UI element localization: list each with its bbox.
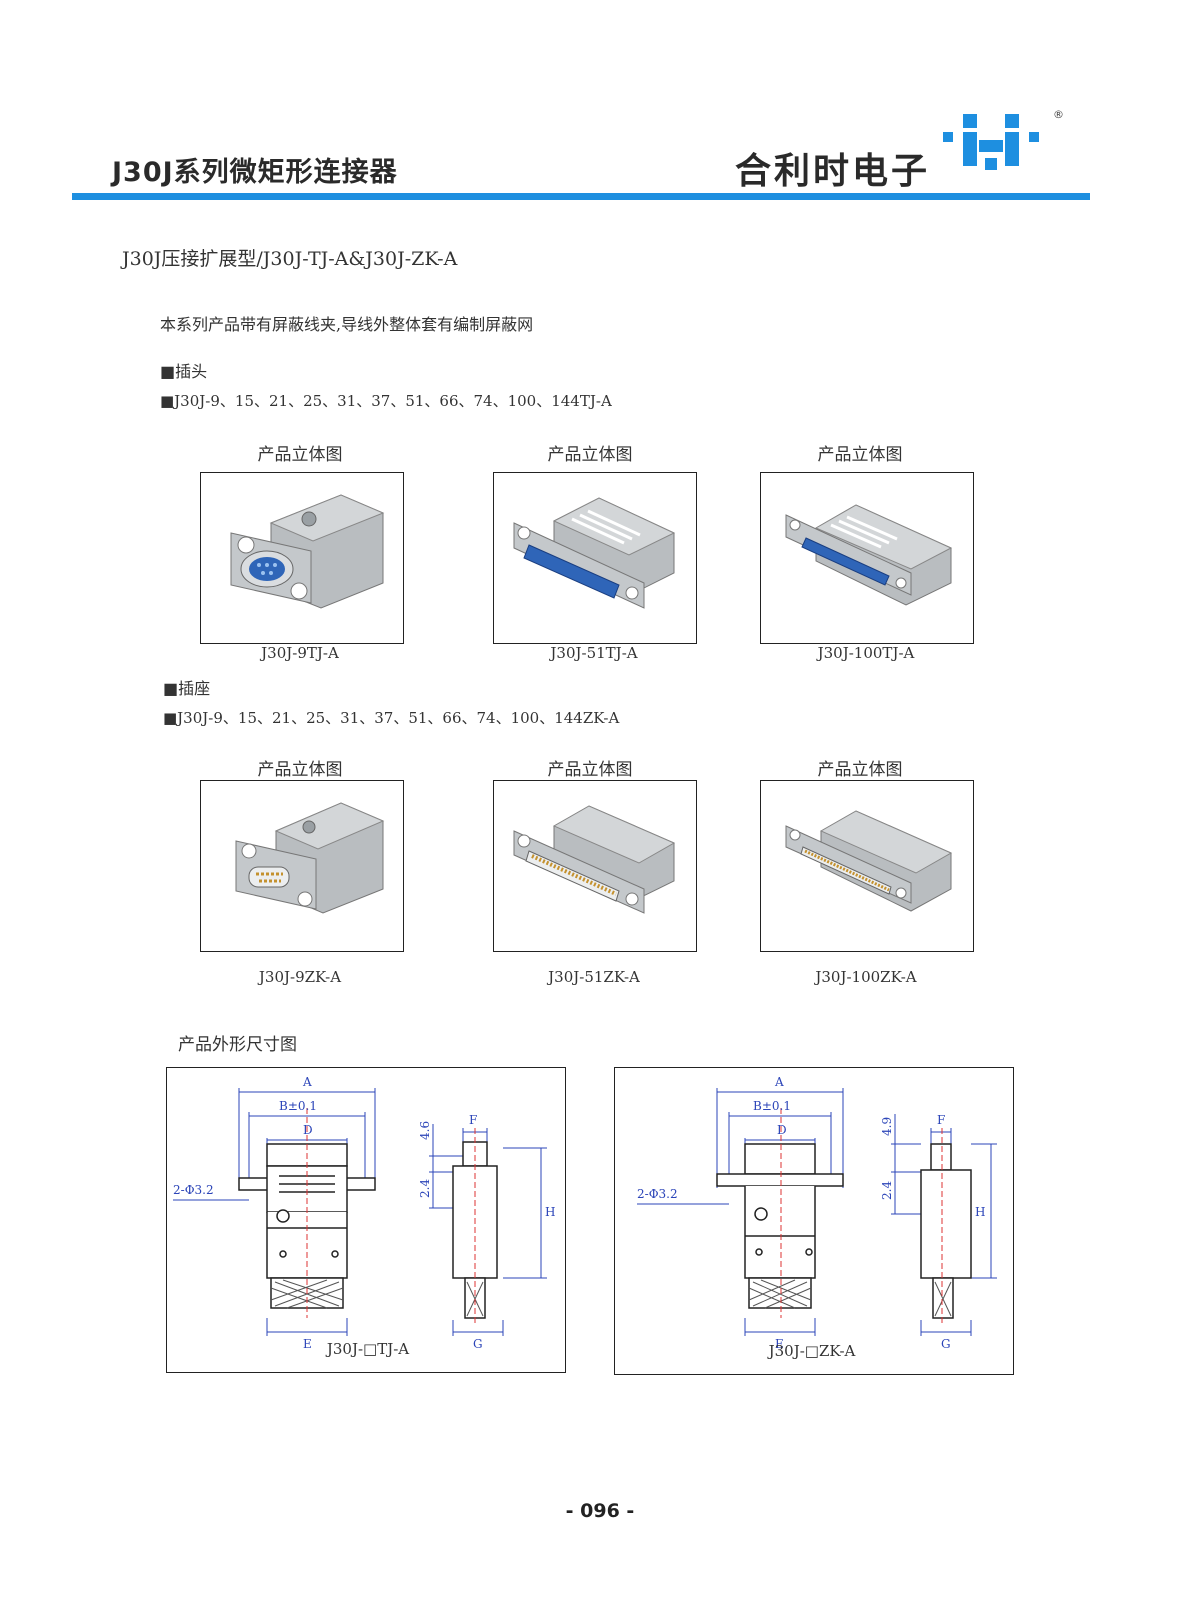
socket-heading: ■插座 xyxy=(163,679,211,698)
socket-caption-2: 产品立体图 xyxy=(547,760,633,780)
svg-text:H: H xyxy=(545,1205,555,1219)
socket-caption-3: 产品立体图 xyxy=(817,760,903,780)
registered-mark: ® xyxy=(1053,108,1064,121)
svg-text:D: D xyxy=(777,1123,787,1137)
svg-text:F: F xyxy=(937,1113,945,1127)
plug-caption-2: 产品立体图 xyxy=(547,445,633,465)
socket-image-9zk xyxy=(200,780,404,952)
plug-model-3: J30J-100TJ-A xyxy=(817,644,915,662)
brand-name: 合利时电子 xyxy=(735,151,931,192)
plug-image-9tj xyxy=(200,472,404,644)
plug-image-100tj xyxy=(760,472,974,644)
dimension-drawing-tj: A B±0.1 D E F G H 2-Φ3.2 4.6 2.4 xyxy=(166,1067,566,1373)
svg-text:E: E xyxy=(303,1337,312,1351)
svg-text:D: D xyxy=(303,1123,313,1137)
dim-b-label: B±0.1 xyxy=(279,1099,317,1113)
svg-text:G: G xyxy=(473,1337,483,1351)
plug-models-line: ■J30J-9、15、21、25、31、37、51、66、74、100、144T… xyxy=(160,392,612,410)
header-rule xyxy=(72,193,1090,200)
socket-image-51zk xyxy=(493,780,697,952)
socket-image-100zk xyxy=(760,780,974,952)
dim-hole-label-zk: 2-Φ3.2 xyxy=(637,1187,678,1201)
plug-caption-1: 产品立体图 xyxy=(257,445,343,465)
document-title: J30J系列微矩形连接器 xyxy=(112,157,398,188)
dimension-model-zk: J30J-□ZK-A xyxy=(768,1342,856,1360)
svg-text:G: G xyxy=(941,1337,951,1351)
svg-text:H: H xyxy=(975,1205,985,1219)
dim-top-label: 4.6 xyxy=(418,1121,432,1140)
plug-heading: ■插头 xyxy=(160,362,208,381)
dim-hole-label: 2-Φ3.2 xyxy=(173,1183,214,1197)
dim-mid-label: 2.4 xyxy=(418,1179,432,1198)
svg-text:A: A xyxy=(774,1075,784,1089)
dimension-model-tj: J30J-□TJ-A xyxy=(326,1340,410,1358)
socket-models-line: ■J30J-9、15、21、25、31、37、51、66、74、100、144Z… xyxy=(163,709,620,727)
plug-image-51tj xyxy=(493,472,697,644)
svg-text:A: A xyxy=(302,1075,312,1089)
plug-caption-3: 产品立体图 xyxy=(817,445,903,465)
dimensions-heading: 产品外形尺寸图 xyxy=(178,1035,297,1055)
svg-text:F: F xyxy=(469,1113,477,1127)
svg-text:E: E xyxy=(775,1337,784,1351)
dim-mid-label-zk: 2.4 xyxy=(880,1181,894,1200)
dim-b-label-zk: B±0.1 xyxy=(753,1099,791,1113)
page-number: - 096 - xyxy=(565,1500,635,1522)
socket-model-1: J30J-9ZK-A xyxy=(258,968,342,986)
socket-model-3: J30J-100ZK-A xyxy=(815,968,917,986)
socket-caption-1: 产品立体图 xyxy=(257,760,343,780)
section-title: J30J压接扩展型/J30J-TJ-A&J30J-ZK-A xyxy=(122,248,458,270)
plug-model-1: J30J-9TJ-A xyxy=(261,644,339,662)
plug-model-2: J30J-51TJ-A xyxy=(550,644,638,662)
section-description: 本系列产品带有屏蔽线夹,导线外整体套有编制屏蔽网 xyxy=(160,315,534,334)
dim-top-label-zk: 4.9 xyxy=(880,1117,894,1136)
dimension-drawing-zk: A B±0.1 D E F G H 2-Φ3.2 4.9 2.4 xyxy=(614,1067,1014,1375)
brand-logo xyxy=(943,114,1039,170)
socket-model-2: J30J-51ZK-A xyxy=(548,968,640,986)
